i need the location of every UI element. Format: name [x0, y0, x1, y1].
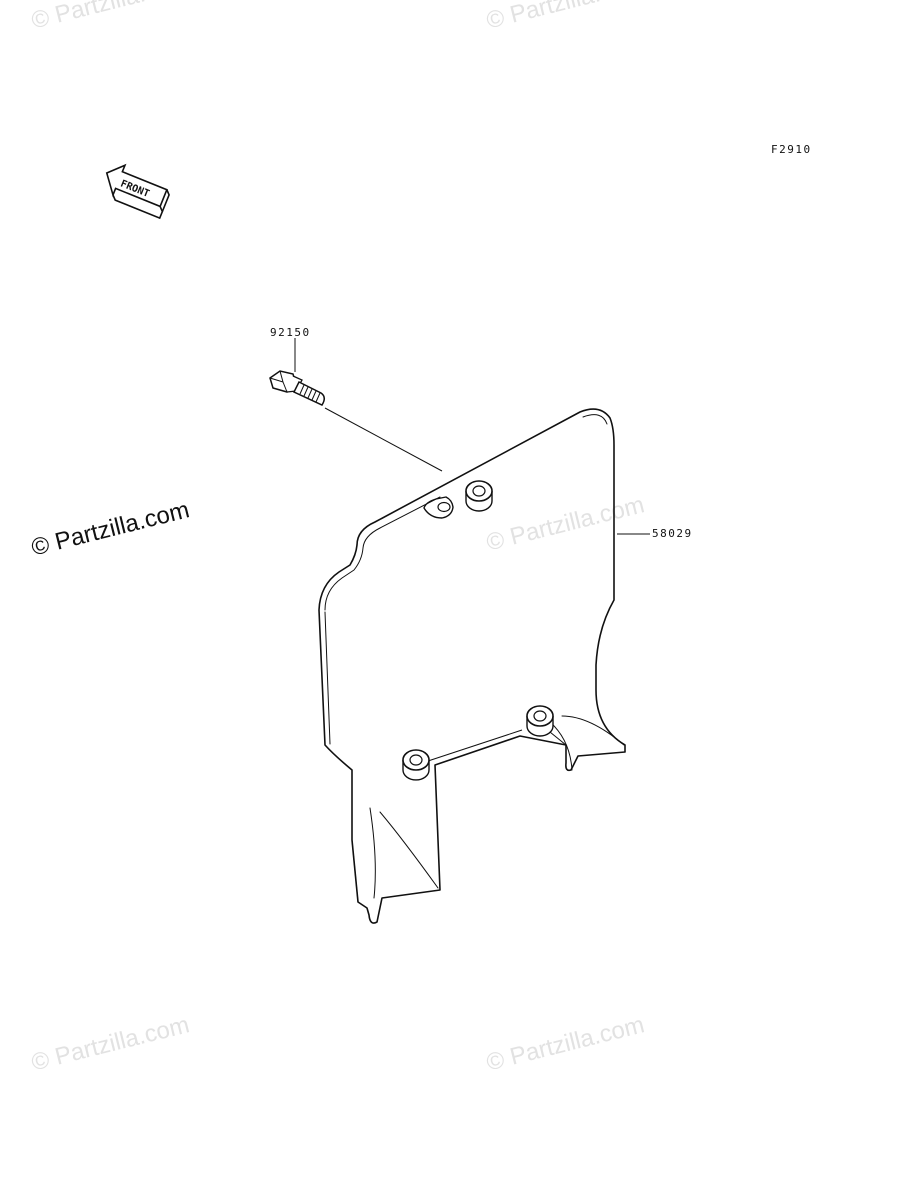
- bolt-icon[interactable]: [269, 370, 325, 406]
- bolt-to-plate-line: [324, 407, 443, 472]
- grommet-lower-right-icon[interactable]: [526, 705, 554, 737]
- grommet-lower-left-icon[interactable]: [402, 749, 430, 781]
- part-number-bolt[interactable]: 92150: [270, 326, 311, 339]
- grommet-connector-line: [427, 729, 523, 762]
- grommet-upper-icon[interactable]: [465, 480, 493, 512]
- part-number-plate[interactable]: 58029: [652, 527, 693, 540]
- figure-code: F2910: [771, 143, 812, 156]
- front-arrow-icon: FRONT: [105, 163, 170, 220]
